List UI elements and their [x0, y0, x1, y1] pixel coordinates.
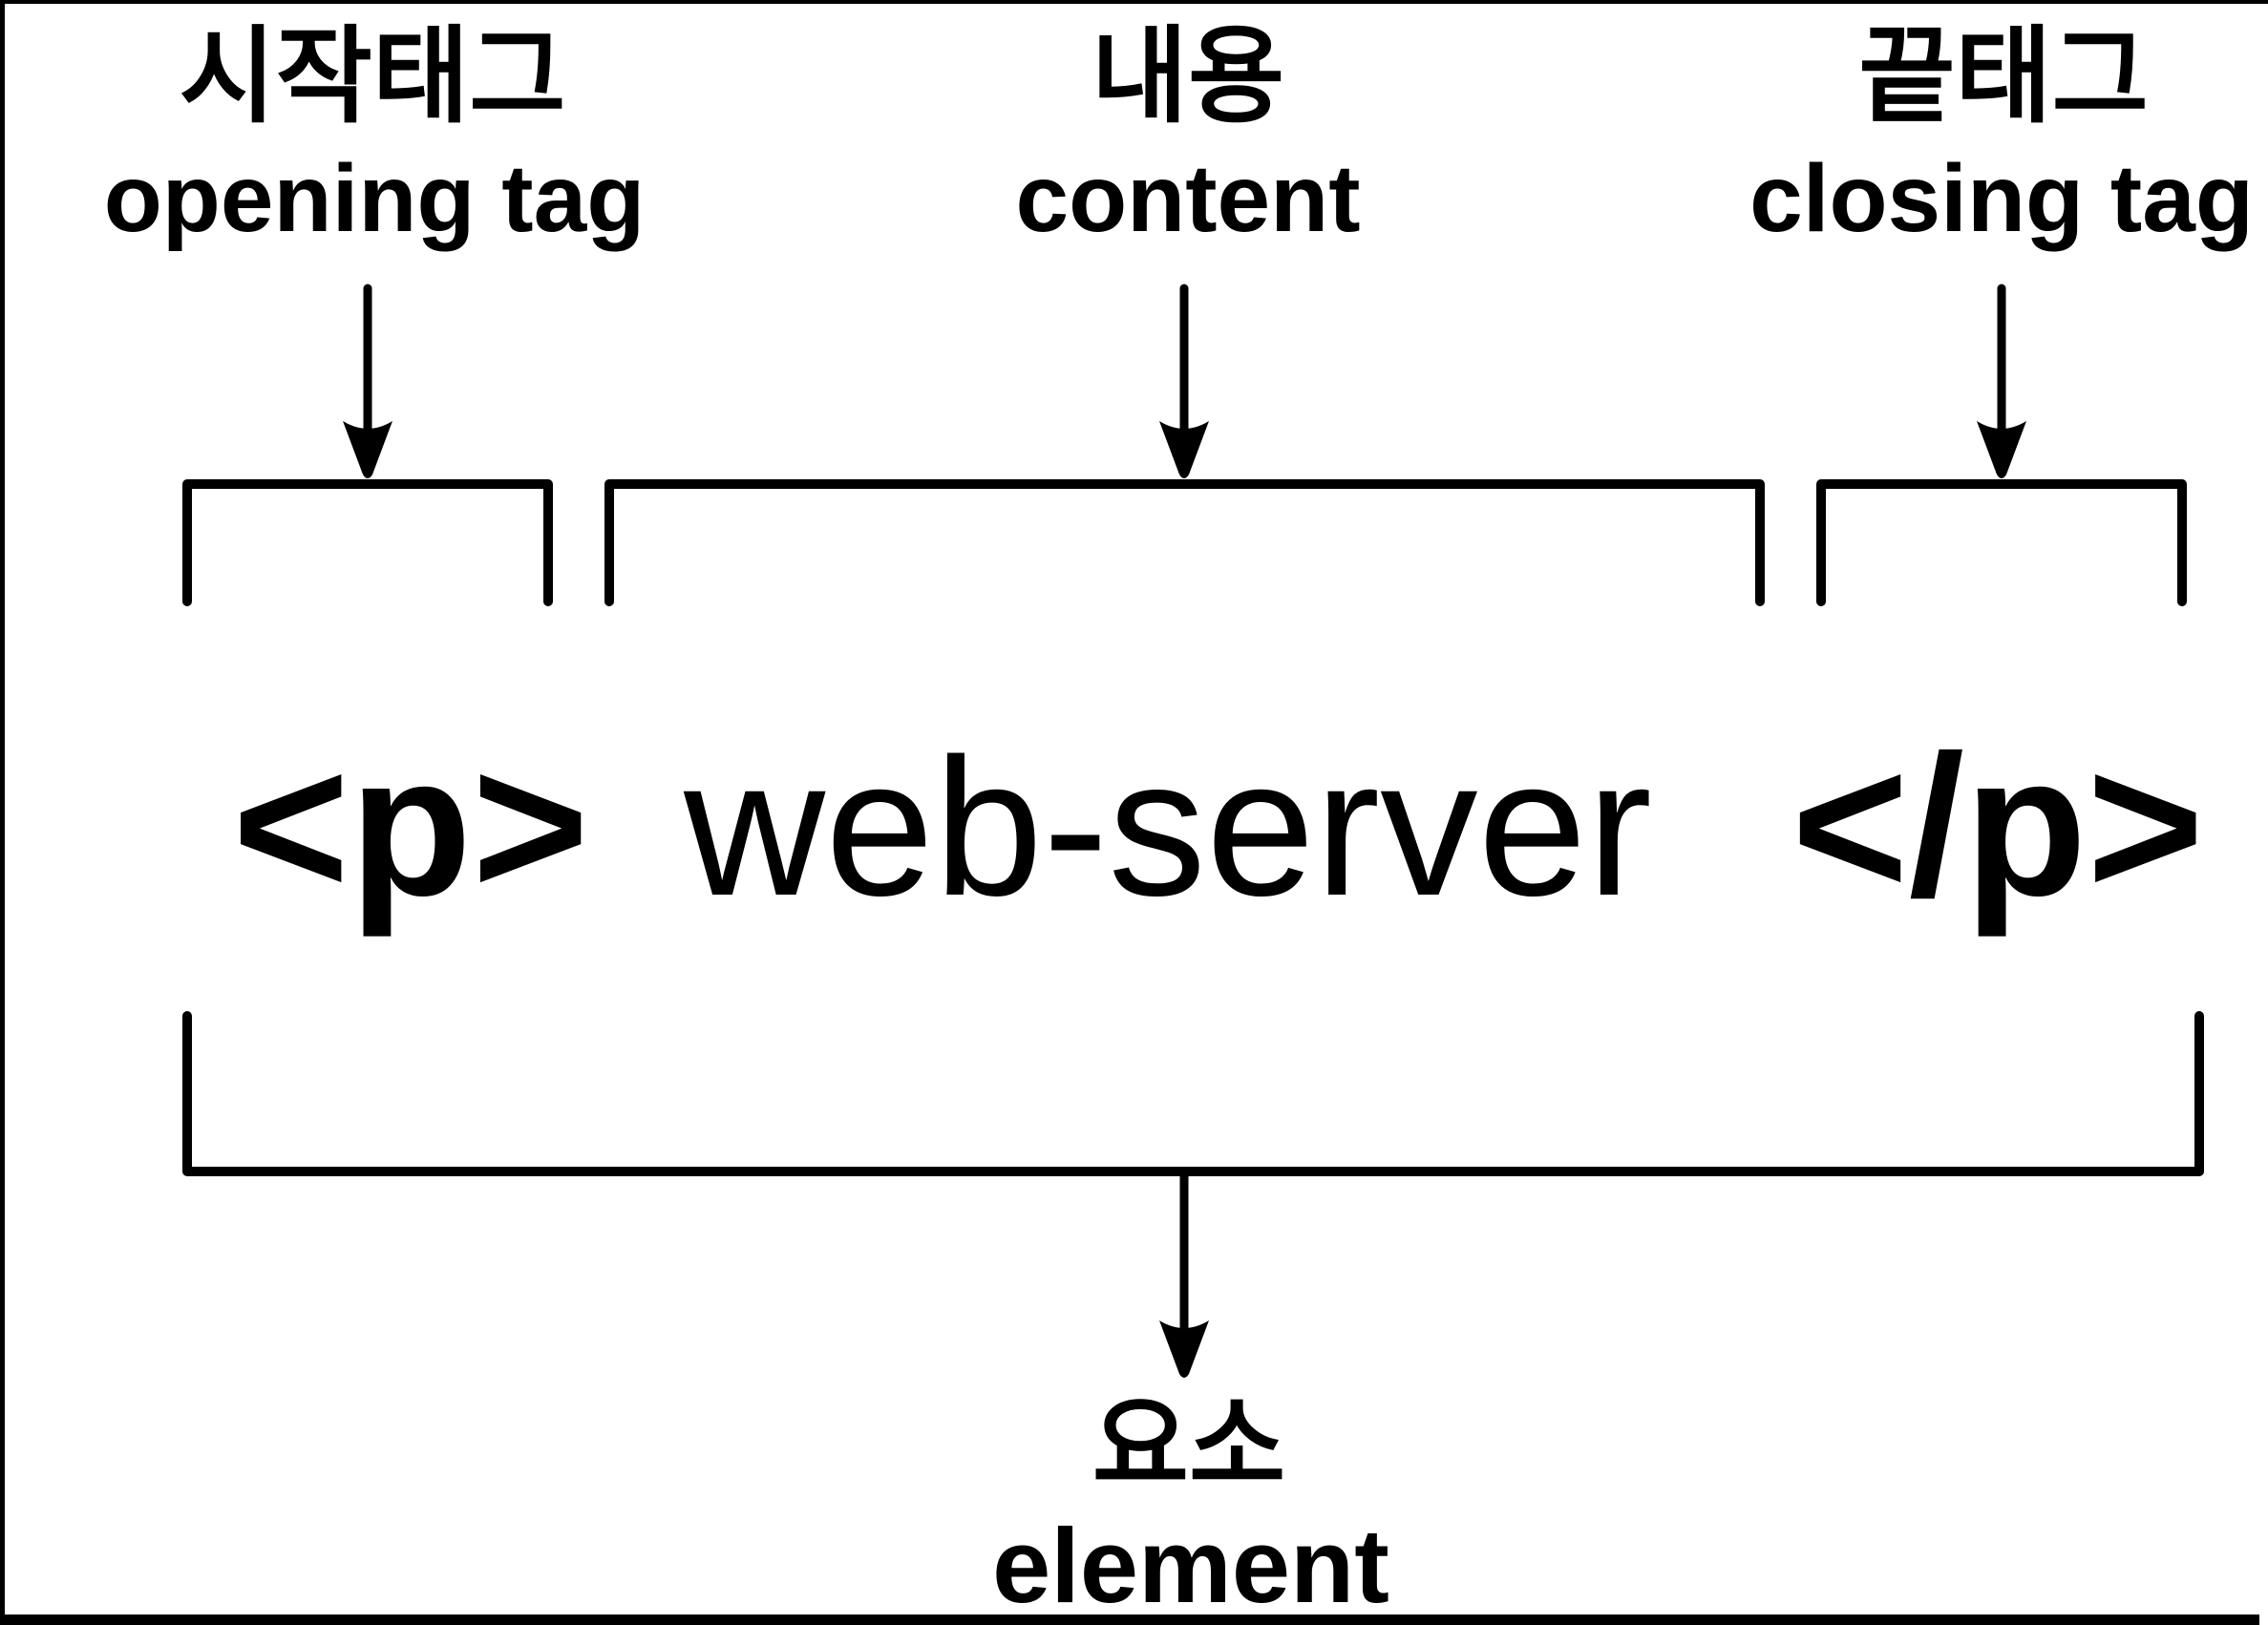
code-open-tag: <p>	[232, 713, 589, 938]
opening-tag-bracket	[182, 479, 553, 606]
element-label-ko: 요소	[1092, 1387, 1286, 1505]
closing-tag-arrowhead-icon	[1977, 421, 2026, 478]
closing-tag-label-ko: 끝태그	[1858, 18, 2149, 136]
content-label-en: content	[1015, 145, 1361, 252]
closing-tag-label-en: closing tag	[1749, 145, 2254, 252]
content-arrowhead-icon	[1159, 421, 1209, 478]
element-bracket	[182, 1011, 2204, 1176]
opening-tag-arrowhead-icon	[343, 421, 392, 478]
opening-tag-label-en: opening tag	[103, 145, 646, 252]
element-label-en: element	[992, 1508, 1389, 1625]
closing-tag-bracket	[1816, 479, 2187, 606]
element-arrowhead-icon	[1159, 1320, 1209, 1378]
opening-tag-label-ko: 시작태그	[179, 18, 566, 136]
code-close-tag: </p>	[1791, 713, 2204, 938]
code-content: web-server	[684, 718, 1652, 937]
frame-left-edge	[0, 0, 5, 1625]
content-bracket	[604, 479, 1765, 606]
frame-top-edge	[0, 0, 2268, 4]
content-label-ko: 내용	[1091, 18, 1285, 136]
frame-bottom-edge	[0, 1614, 2259, 1625]
